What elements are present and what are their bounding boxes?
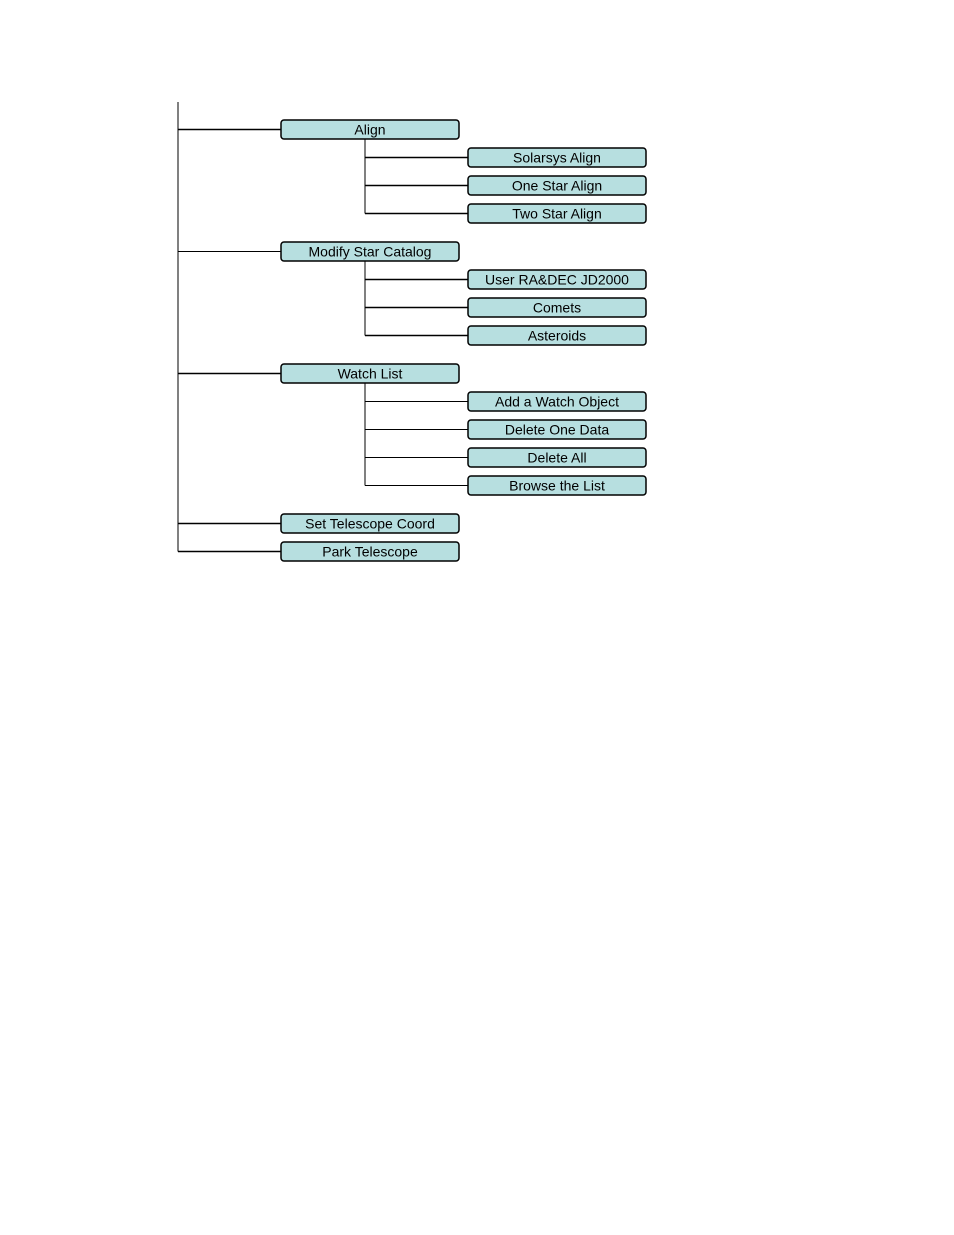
submenu-item-browse-the-list-box <box>467 475 647 496</box>
submenu-item-add-a-watch-object: Add a Watch Object <box>467 391 647 412</box>
submenu-item-solarsys-align-box <box>467 147 647 168</box>
submenu-item-user-ra-and-dec-jd2000-label: User RA&DEC JD2000 <box>485 272 629 288</box>
menu-item-watch-list-label: Watch List <box>338 366 403 382</box>
submenu-item-delete-all-box <box>467 447 647 468</box>
menu-item-watch-list: Watch List <box>280 363 460 384</box>
connector-lines <box>177 102 468 553</box>
menu-item-set-telescope-coord-label: Set Telescope Coord <box>305 516 435 532</box>
submenu-item-add-a-watch-object-box <box>467 391 647 412</box>
menu-item-align: Align <box>280 119 460 140</box>
submenu-item-solarsys-align: Solarsys Align <box>467 147 647 168</box>
menu-item-modify-star-catalog-label: Modify Star Catalog <box>309 244 432 260</box>
submenu-item-delete-one-data-box <box>467 419 647 440</box>
menu-item-modify-star-catalog-box <box>280 241 460 262</box>
submenu-item-delete-one-data-label: Delete One Data <box>505 422 609 438</box>
submenu-item-add-a-watch-object-label: Add a Watch Object <box>495 394 619 410</box>
submenu-item-solarsys-align-label: Solarsys Align <box>513 150 601 166</box>
menu-item-set-telescope-coord-box <box>280 513 460 534</box>
menu-item-watch-list-box <box>280 363 460 384</box>
submenu-item-two-star-align-box <box>467 203 647 224</box>
submenu-item-two-star-align-label: Two Star Align <box>512 206 602 222</box>
submenu-item-one-star-align-box <box>467 175 647 196</box>
menu-item-align-label: Align <box>354 122 385 138</box>
menu-item-modify-star-catalog: Modify Star Catalog <box>280 241 460 262</box>
submenu-item-delete-one-data: Delete One Data <box>467 419 647 440</box>
submenu-item-user-ra-and-dec-jd2000-box <box>467 269 647 290</box>
menu-item-park-telescope-box <box>280 541 460 562</box>
submenu-item-comets: Comets <box>467 297 647 318</box>
menu-item-align-box <box>280 119 460 140</box>
submenu-item-asteroids: Asteroids <box>467 325 647 346</box>
submenu-item-asteroids-label: Asteroids <box>528 328 586 344</box>
submenu-item-one-star-align-label: One Star Align <box>512 178 602 194</box>
submenu-item-asteroids-box <box>467 325 647 346</box>
submenu-item-comets-box <box>467 297 647 318</box>
submenu-item-browse-the-list: Browse the List <box>467 475 647 496</box>
submenu-item-delete-all-label: Delete All <box>527 450 586 466</box>
submenu-item-two-star-align: Two Star Align <box>467 203 647 224</box>
submenu-item-delete-all: Delete All <box>467 447 647 468</box>
submenu-item-comets-label: Comets <box>533 300 581 316</box>
submenu-item-browse-the-list-label: Browse the List <box>509 478 605 494</box>
menu-item-park-telescope: Park Telescope <box>280 541 460 562</box>
menu-item-park-telescope-label: Park Telescope <box>322 544 418 560</box>
menu-item-set-telescope-coord: Set Telescope Coord <box>280 513 460 534</box>
submenu-item-user-ra-and-dec-jd2000: User RA&DEC JD2000 <box>467 269 647 290</box>
submenu-item-one-star-align: One Star Align <box>467 175 647 196</box>
